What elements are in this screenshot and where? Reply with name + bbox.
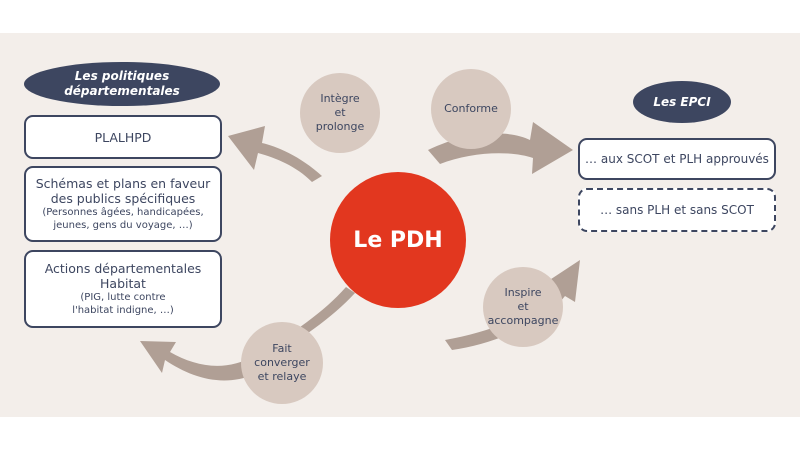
arrow-to-left-top — [228, 126, 322, 182]
box-actions-line-1: Actions départementales — [44, 261, 202, 276]
box-plalhpd: PLALHPD — [24, 115, 222, 159]
inspire-line-1: Inspire — [504, 286, 542, 299]
box-actions-sub-2: l'habitat indigne, …) — [72, 305, 174, 316]
center-label: Le PDH — [353, 227, 443, 253]
fait-line-1: Fait — [272, 342, 292, 355]
left-group-title: Les politiques départementales — [24, 62, 220, 106]
left-title-line-2: départementales — [64, 84, 180, 98]
bubble-conforme: Conforme — [431, 69, 511, 149]
fait-line-2: converger — [254, 356, 310, 369]
box-scot-plh-approuves: … aux SCOT et PLH approuvés — [578, 138, 776, 180]
integre-line-2: et — [334, 106, 346, 119]
bubble-integre-prolonge: Intègre et prolonge — [300, 73, 380, 153]
box-schemas-line-1: Schémas et plans en faveur — [35, 176, 211, 191]
box-actions-line-2: Habitat — [100, 276, 146, 291]
fait-line-3: et relaye — [257, 370, 307, 383]
box-schemas-sub-2: jeunes, gens du voyage, …) — [53, 220, 193, 231]
box-schemas-line-2: des publics spécifiques — [50, 191, 196, 206]
left-title-line-1: Les politiques — [74, 69, 170, 83]
box-scot-plh-label: … aux SCOT et PLH approuvés — [585, 151, 769, 166]
bubble-inspire-accompagne: Inspire et accompagne — [483, 267, 563, 347]
box-actions-sub-1: (PIG, lutte contre — [80, 292, 166, 303]
box-sans-plh-scot: … sans PLH et sans SCOT — [578, 188, 776, 232]
right-title-label: Les EPCI — [653, 95, 711, 109]
inspire-line-3: accompagne — [487, 314, 559, 327]
box-schemas: Schémas et plans en faveur des publics s… — [24, 166, 222, 242]
integre-line-1: Intègre — [320, 92, 360, 105]
box-actions: Actions départementales Habitat (PIG, lu… — [24, 250, 222, 328]
center-pdh-circle: Le PDH — [330, 172, 466, 308]
integre-line-3: prolonge — [315, 120, 365, 133]
right-group-title: Les EPCI — [633, 81, 731, 123]
box-plalhpd-label: PLALHPD — [94, 129, 152, 145]
box-schemas-sub-1: (Personnes âgées, handicapées, — [42, 207, 204, 218]
bubble-fait-converger: Fait converger et relaye — [241, 322, 323, 404]
box-sans-plh-label: … sans PLH et sans SCOT — [600, 202, 754, 217]
conforme-line-1: Conforme — [444, 102, 498, 115]
inspire-line-2: et — [517, 300, 529, 313]
arrow-to-right-top — [428, 122, 573, 174]
